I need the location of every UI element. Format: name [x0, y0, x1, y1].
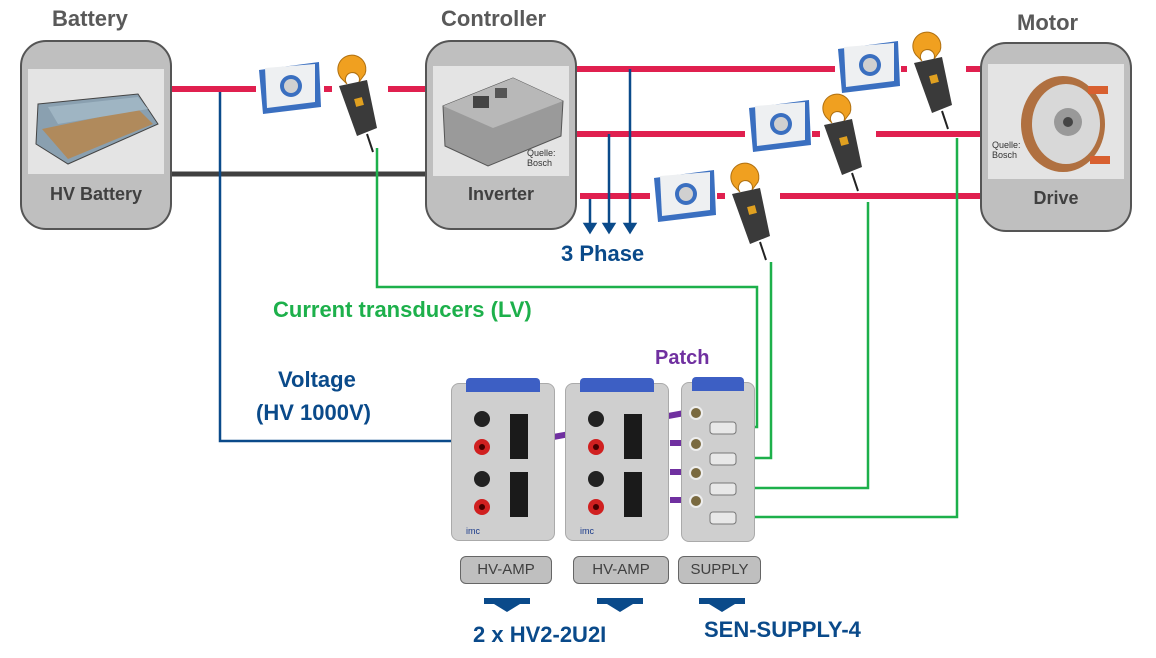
source-credit: Quelle:	[992, 140, 1021, 150]
module-tag-hv-amp-2: HV-AMP	[573, 556, 669, 584]
current-transducers-label: Current transducers (LV)	[273, 297, 532, 322]
motor-header: Motor	[1017, 10, 1079, 35]
current-clamp-phase2	[821, 93, 863, 192]
inverter-icon	[442, 77, 564, 167]
inverter-image: Quelle: Bosch	[433, 66, 569, 176]
arrow-down-icon	[699, 598, 745, 612]
inverter-box: Quelle: Bosch Inverter	[425, 40, 577, 230]
module-arrows	[484, 598, 745, 612]
inverter-label: Inverter	[467, 184, 535, 204]
supply-product-name: SEN-SUPPLY-4	[704, 617, 861, 642]
controller-header: Controller	[441, 6, 547, 31]
hv-product-name: 2 x HV2-2U2I	[473, 622, 607, 647]
drive-label: Drive	[1033, 188, 1079, 208]
arrow-down-icon	[582, 222, 598, 235]
three-phase-arrows	[582, 69, 638, 235]
hv-amp-module-2: imc	[565, 378, 669, 541]
module-tag-hv-amp-1: HV-AMP	[460, 556, 552, 584]
lem-transducer-phase2	[749, 100, 811, 152]
source-credit: Quelle:	[527, 148, 556, 158]
arrow-down-icon	[484, 598, 530, 612]
hv-amp-module-1: imc	[451, 378, 555, 541]
patch-label: Patch	[655, 347, 710, 369]
sensor-supply-module	[681, 377, 755, 542]
voltage-range-label: (HV 1000V)	[256, 400, 371, 425]
current-clamp-phase3	[729, 162, 771, 261]
current-clamp-phase1	[911, 31, 953, 131]
hv-amp-panel: imc	[466, 411, 528, 536]
current-clamp-battery	[336, 54, 378, 154]
battery-pack-icon	[35, 93, 159, 165]
svg-text:imc: imc	[580, 526, 594, 536]
voltage-label: Voltage	[278, 367, 356, 392]
drive-image: Quelle: Bosch	[988, 64, 1124, 179]
voltage-measurement-line	[218, 92, 490, 443]
svg-text:imc: imc	[466, 526, 480, 536]
battery-label: HV Battery	[49, 184, 143, 204]
supply-panel	[689, 406, 737, 525]
three-phase-label: 3 Phase	[561, 241, 645, 266]
module-tag-supply: SUPPLY	[678, 556, 761, 584]
drive-box: Quelle: Bosch Drive	[980, 42, 1132, 232]
battery-box: HV Battery	[20, 40, 172, 230]
lem-transducer-phase3	[654, 170, 716, 222]
electric-motor-icon	[1021, 76, 1110, 172]
lem-transducer-phase1	[838, 41, 900, 93]
lem-transducer-battery	[259, 62, 321, 114]
hv-battery-image	[28, 69, 164, 174]
battery-header: Battery	[52, 6, 128, 31]
arrow-down-icon	[597, 598, 643, 612]
source-credit-name: Bosch	[527, 158, 553, 168]
arrow-down-icon	[622, 222, 638, 235]
hv-amp-panel: imc	[580, 411, 642, 536]
source-credit-name: Bosch	[992, 150, 1018, 160]
arrow-down-icon	[601, 222, 617, 235]
